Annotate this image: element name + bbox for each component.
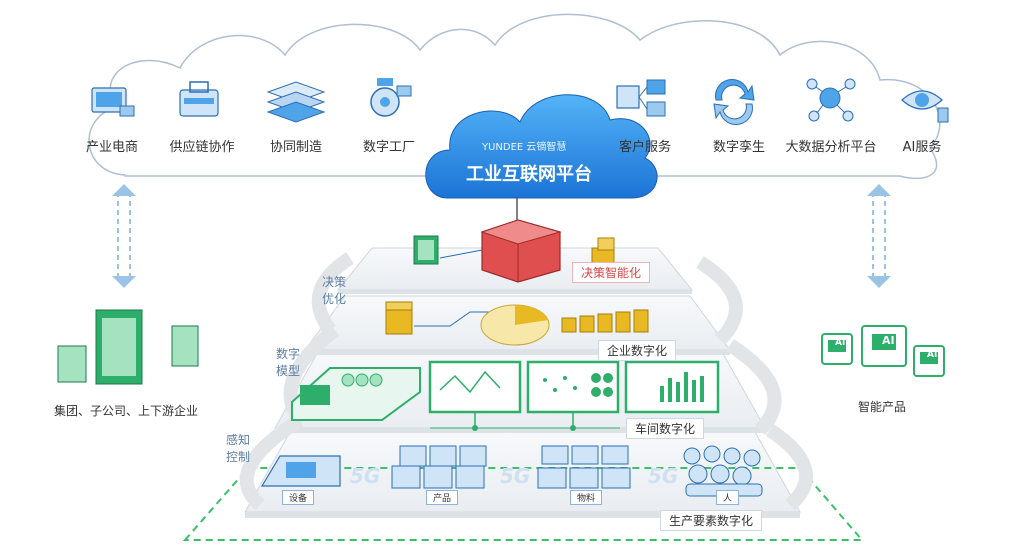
- fiveg-label-2: 5G: [500, 464, 531, 488]
- production-layer-label: 生产要素数字化: [660, 510, 763, 531]
- decision-layer-label: 决策智能化: [572, 262, 651, 283]
- loop-label-model: 数字 模型: [276, 347, 301, 378]
- digital-twin-icon: [713, 79, 755, 125]
- service-label-digital-factory: 数字工厂: [362, 140, 415, 155]
- material-tag: 物料: [570, 490, 603, 505]
- service-label-collab-manufacturing: 协同制造: [269, 140, 322, 155]
- product-tag: 产品: [426, 490, 459, 505]
- decision-coins-icon: [591, 237, 615, 267]
- smart-product-badge-2: AI: [882, 334, 895, 347]
- smart-product-badges: [828, 334, 938, 364]
- digital-factory-icon: [370, 78, 412, 117]
- enterprise-layer-label: 企业数字化: [598, 340, 677, 361]
- fiveg-label-3: 5G: [648, 464, 679, 488]
- product-boxes-icon: [391, 445, 487, 489]
- ecommerce-icon: [91, 87, 135, 117]
- platform-brand: YUNDEE 云镝智慧: [482, 142, 567, 153]
- enterprise-bars-icon: [561, 309, 649, 333]
- workshop-monitor-1: [428, 360, 522, 431]
- equipment-tag: 设备: [282, 490, 315, 505]
- decision-core-icon: [480, 219, 562, 283]
- left-exchange-arrows: [112, 184, 136, 288]
- service-label-supply-chain: 供应链协作: [169, 140, 235, 155]
- right-exchange-arrows: [867, 184, 891, 288]
- big-data-icon: [806, 78, 856, 122]
- customer-service-icon: [616, 79, 666, 117]
- factory-line-icon: [291, 367, 421, 421]
- fiveg-label-1: 5G: [350, 464, 381, 488]
- service-label-customer-service: 客户服务: [618, 140, 671, 155]
- smart-product-badge-1: AI: [835, 338, 846, 348]
- workshop-monitor-2: [526, 360, 620, 431]
- ai-eye-icon: [901, 90, 949, 123]
- service-cloud-outline: [88, 13, 941, 180]
- workshop-layer-label: 车间数字化: [626, 418, 705, 439]
- element-boundary: [182, 467, 865, 541]
- loop-label-decision: 决策 优化: [322, 275, 347, 306]
- left-group-label: 集团、子公司、上下游企业: [54, 404, 199, 418]
- group-companies-icon: [57, 309, 199, 385]
- service-label-digital-twin: 数字孪生: [712, 140, 765, 155]
- service-label-ai: AI服务: [902, 140, 942, 155]
- platform-title: 工业互联网平台: [466, 164, 592, 185]
- service-label-big-data: 大数据分析平台: [785, 140, 877, 155]
- smart-product-badge-3: AI: [927, 350, 938, 360]
- platform-cloud: [425, 94, 658, 199]
- collab-manufacturing-icon: [266, 81, 326, 123]
- decision-building-icon: [413, 235, 439, 265]
- loop-label-sense: 感知 控制: [226, 433, 251, 464]
- material-boxes-icon: [537, 445, 631, 489]
- equipment-icon: [260, 455, 341, 487]
- service-label-ecommerce: 产业电商: [85, 140, 138, 155]
- supply-chain-icon: [179, 81, 219, 117]
- enterprise-coins-icon: [385, 301, 413, 335]
- right-group-label: 智能产品: [858, 400, 907, 414]
- pie-chart-icon: [480, 304, 550, 346]
- people-tag: 人: [716, 490, 740, 505]
- workshop-monitor-3: [624, 360, 720, 414]
